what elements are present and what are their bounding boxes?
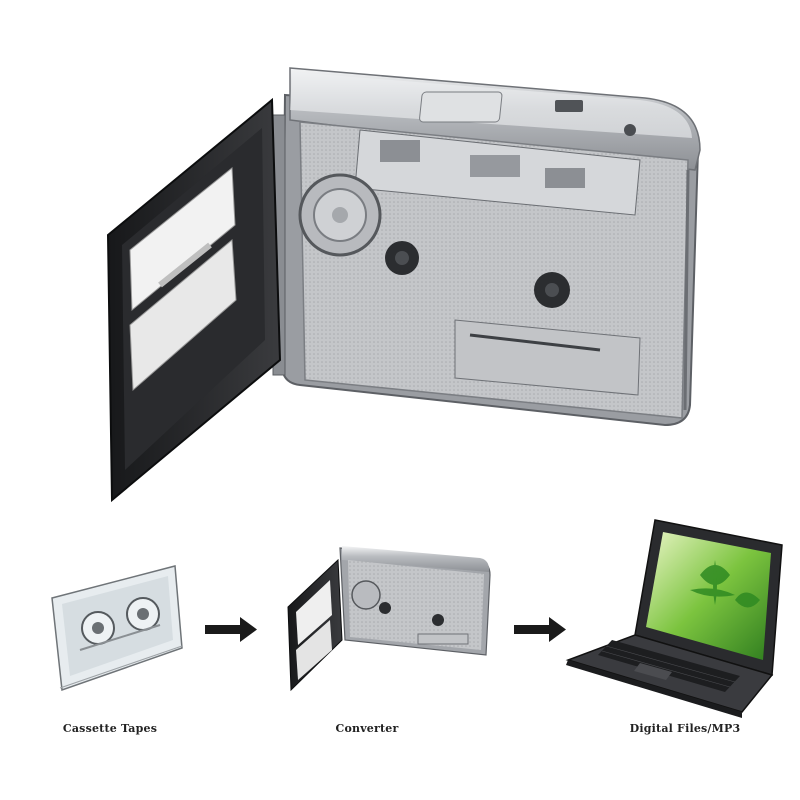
caption-digital-files: Digital Files/MP3: [629, 722, 741, 735]
knob-icon: [624, 124, 636, 136]
laptop-screen: [646, 532, 771, 660]
arrow-right-icon: [205, 617, 257, 642]
play-button: [419, 91, 503, 123]
switch-icon: [555, 100, 583, 112]
cassette-tape-image: [51, 565, 183, 692]
caption-cassette-tapes: Cassette Tapes: [62, 722, 158, 735]
main-converter-device: [272, 67, 701, 427]
converter-small-image: [287, 546, 491, 692]
laptop-image: [565, 519, 783, 718]
caption-converter: Converter: [335, 722, 399, 735]
touchpad: [634, 663, 672, 680]
arrow-right-icon: [514, 617, 566, 642]
cassette-door: [106, 97, 282, 503]
